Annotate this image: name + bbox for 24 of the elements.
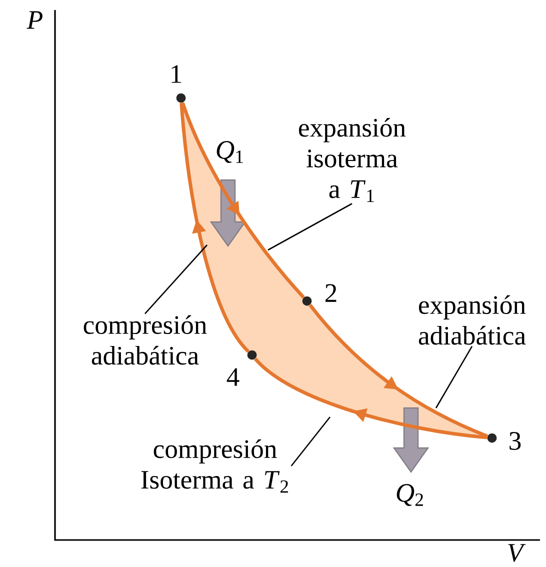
leader-line xyxy=(435,346,473,408)
leader-line xyxy=(290,416,331,466)
leader-line xyxy=(268,203,352,251)
process-curve xyxy=(180,102,305,299)
process-label: expansión adiabática xyxy=(418,295,526,345)
point-number: 3 xyxy=(510,432,521,450)
process-label: compresión Isoterma a T$_{2}$ xyxy=(141,439,288,493)
state-point xyxy=(247,350,257,360)
heat-label: Q$_{1}$ xyxy=(216,141,243,163)
state-point xyxy=(487,433,497,443)
process-curve xyxy=(254,358,488,440)
point-number: 2 xyxy=(326,284,336,302)
state-point xyxy=(302,296,312,306)
point-number: 4 xyxy=(226,368,240,386)
leader-line xyxy=(144,244,208,314)
point-number: 1 xyxy=(172,65,182,83)
process-curve xyxy=(180,102,250,353)
heat-label: Q$_{2}$ xyxy=(396,484,423,506)
state-point xyxy=(176,93,186,103)
process-label: compresión adiabática xyxy=(84,315,207,365)
axis-label: P xyxy=(26,11,42,29)
process-label: expansión isoterma a T$_{1}$ xyxy=(298,118,406,202)
axis-label: V xyxy=(508,544,526,562)
process-curve xyxy=(308,304,488,438)
